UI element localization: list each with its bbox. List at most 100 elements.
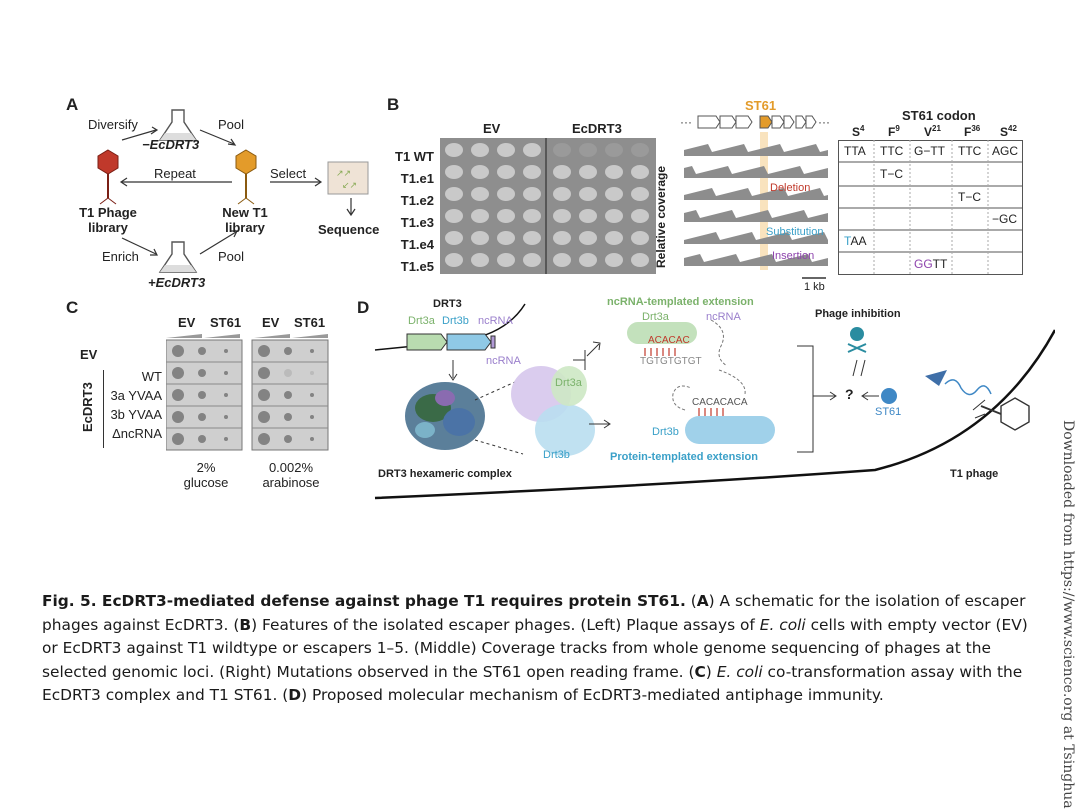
select-label: Select <box>270 166 307 181</box>
plaque-spot <box>471 231 489 245</box>
drt3a-structure-label: Drt3a <box>555 377 582 389</box>
colony-spot <box>172 433 184 445</box>
plaque-spot <box>605 187 623 201</box>
coverage-track <box>684 144 828 156</box>
codon-wt: TTA <box>844 144 866 158</box>
c-col-header: ST61 <box>210 315 242 330</box>
colony-spot <box>198 369 206 377</box>
plaque-spot <box>605 253 623 267</box>
ncrna-gene-label: ncRNA <box>478 315 513 327</box>
panel-b-label: B <box>387 95 400 114</box>
plaque-spot <box>497 209 515 223</box>
new-t1-line2: library <box>225 220 265 235</box>
coverage-track <box>684 188 828 200</box>
colony-spot <box>224 437 228 441</box>
colony-spot <box>172 389 184 401</box>
red-phage-icon <box>97 149 119 205</box>
caption-a-tag: A <box>696 592 709 610</box>
plaque-spot <box>523 231 541 245</box>
glucose-label: 2% glucose <box>180 460 232 490</box>
colony-spot <box>198 347 206 355</box>
plaque-spot <box>553 231 571 245</box>
caption-b-text1: Features of the isolated escaper phages.… <box>261 615 755 634</box>
plaque-spot <box>445 165 463 179</box>
plaque-spot <box>523 253 541 267</box>
caption-ecoli-2: E. coli <box>716 662 763 681</box>
new-t1-library-label: New T1 library <box>215 205 275 235</box>
codon-e1: T−C <box>880 167 904 181</box>
ext-drt3a-label: Drt3a <box>642 311 669 323</box>
plaque-spot <box>497 231 515 245</box>
hexamer-structure-icon <box>405 382 485 450</box>
plaque-spot <box>579 253 597 267</box>
c-row-label: 3a YVAA <box>110 388 162 403</box>
caption-ecoli-1: E. coli <box>759 615 806 634</box>
ncrna-ext-title: ncRNA-templated extension <box>607 296 754 308</box>
plaque-spot <box>579 231 597 245</box>
c-row-labels: WT 3a YVAA 3b YVAA ΔncRNA <box>108 367 162 443</box>
plaque-assay-plates <box>440 138 656 274</box>
plaque-spot <box>471 253 489 267</box>
t1-phage-label: T1 phage <box>950 468 999 480</box>
plaque-spot <box>445 143 463 157</box>
plaque-spot <box>631 209 649 223</box>
codon-header: F36 <box>964 124 981 139</box>
caption-c-text: co-transformation assay with the EcDRT3 … <box>42 662 1023 705</box>
plaque-spot <box>631 165 649 179</box>
plaque-spot <box>445 231 463 245</box>
codon-e4: TAA <box>844 234 867 248</box>
plaque-spot <box>445 253 463 267</box>
plaque-spot <box>631 253 649 267</box>
codon-e2: T−C <box>958 190 982 204</box>
sequence-plate-icon: ↗↗ ↙↗ <box>327 161 369 195</box>
flask-top-icon <box>158 109 198 141</box>
caption-d-tag: D <box>288 686 302 704</box>
plaque-spot <box>579 143 597 157</box>
insertion-label: Insertion <box>772 250 815 262</box>
st61-gene-label: ST61 <box>745 98 777 113</box>
caption-b-text2: cells with empty vector (EV) or EcDRT3 a… <box>42 615 1028 681</box>
t1-phage-line1: T1 Phage <box>79 205 137 220</box>
plaque-spot <box>523 209 541 223</box>
download-note: Downloaded from https://www.science.org … <box>1060 420 1076 809</box>
plaque-spot <box>553 143 571 157</box>
colony-spot <box>258 433 270 445</box>
colony-spot <box>310 415 314 419</box>
coverage-track-group <box>684 144 828 266</box>
plaque-spot <box>497 165 515 179</box>
question-mark: ? <box>845 386 854 402</box>
codon-table-title: ST61 codon <box>902 108 976 123</box>
c-col-header: ST61 <box>294 315 326 330</box>
c-ev-row-label: EV <box>80 347 98 362</box>
plaque-spot <box>445 187 463 201</box>
st61-protein-label: ST61 <box>875 406 902 418</box>
colony-spot <box>172 345 184 357</box>
ncrna-structure-label: ncRNA <box>486 355 521 367</box>
colony-spots <box>172 345 314 445</box>
t1-phage-line2: library <box>88 220 128 235</box>
svg-text:↗↗: ↗↗ <box>336 168 351 178</box>
repeat-label: Repeat <box>154 166 196 181</box>
colony-spot <box>284 369 292 377</box>
tgt-seq: TGTGTGTGT <box>640 356 702 367</box>
colony-spot <box>310 393 314 397</box>
pool-bottom-label: Pool <box>218 249 245 264</box>
caption-b-tag: B <box>239 615 252 634</box>
drt3b-structure-label: Drt3b <box>543 449 570 461</box>
plaque-spot <box>579 165 597 179</box>
gene-arrows <box>697 115 817 129</box>
colony-spot <box>198 435 206 443</box>
svg-text:↙↗: ↙↗ <box>342 180 357 190</box>
hexamer-label: DRT3 hexameric complex <box>378 468 512 480</box>
plaque-spot <box>579 209 597 223</box>
codon-wt: AGC <box>992 144 1019 158</box>
plus-ecdrt3-label: +EcDRT3 <box>148 275 206 290</box>
drt3-label: DRT3 <box>433 298 462 310</box>
arabinose-line2: arabinose <box>262 475 320 490</box>
row-label: T1.e4 <box>400 237 434 252</box>
colony-spot <box>258 411 270 423</box>
c-col-header: EV <box>262 315 280 330</box>
drt3a-gene-label: Drt3a <box>408 315 435 327</box>
scale-bar-label: 1 kb <box>804 281 825 293</box>
orange-phage-icon <box>235 149 257 205</box>
